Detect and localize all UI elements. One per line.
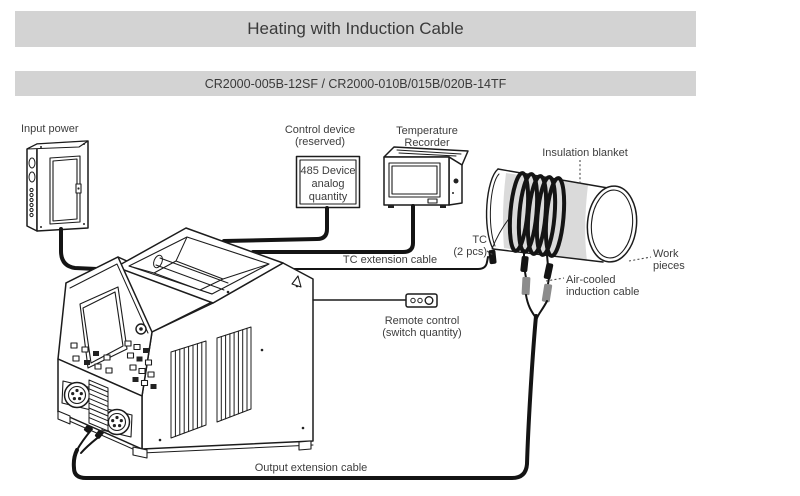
label-output-extension: Output extension cable: [255, 462, 368, 474]
thermocouple-connector: [488, 215, 512, 265]
machine-control-console: [57, 256, 157, 397]
label-remote-2: (switch quantity): [382, 327, 461, 339]
label-air-cooled-2: induction cable: [566, 286, 639, 298]
label-control-device-1: Control device: [285, 124, 355, 136]
model-number-bar: CR2000-005B-12SF / CR2000-010B/015B/020B…: [15, 71, 696, 96]
label-input-power: Input power: [21, 123, 79, 135]
leader-tc: [486, 250, 494, 256]
label-485-3: quantity: [309, 191, 348, 203]
temperature-recorder-cable: [251, 204, 415, 254]
label-control-device-2: (reserved): [295, 136, 345, 148]
page-title-text: Heating with Induction Cable: [247, 19, 464, 38]
leader-work-pieces: [628, 256, 652, 262]
console-keypad: [124, 323, 157, 389]
label-air-cooled-1: Air-cooled: [566, 274, 616, 286]
label-485-2: analog: [311, 178, 344, 190]
label-insulation-blanket: Insulation blanket: [542, 147, 628, 159]
induction-cable-connectors: [520, 249, 554, 319]
input-power-panel-icon: [26, 140, 89, 232]
label-485-1: 485 Device: [300, 165, 355, 177]
front-vent-grille: [88, 379, 109, 432]
leader-air-cooled: [545, 277, 565, 282]
remote-control-icon: [405, 293, 438, 308]
label-tc-extension: TC extension cable: [343, 254, 437, 266]
label-tc-2: (2 pcs): [453, 246, 487, 258]
label-work-pieces-1: Work: [653, 248, 679, 260]
machine-top-tray: [115, 227, 284, 304]
label-work-pieces-2: pieces: [653, 260, 685, 272]
label-tc-1: TC: [472, 234, 487, 246]
lifting-hook: [291, 275, 302, 288]
output-extension-cable: [71, 314, 538, 480]
induction-heating-machine: [57, 227, 314, 459]
input-power-cable: [59, 227, 99, 271]
console-buttons-left: [70, 342, 113, 374]
model-number-text: CR2000-005B-12SF / CR2000-010B/015B/020B…: [204, 76, 507, 91]
control-device-cable: [222, 206, 329, 243]
page-title: Heating with Induction Cable: [15, 11, 696, 47]
label-remote-1: Remote control: [385, 315, 460, 327]
side-vent-grilles: [170, 326, 252, 439]
label-temp-recorder-2: Recorder: [404, 137, 450, 149]
label-temp-recorder-1: Temperature: [396, 125, 458, 137]
temperature-recorder-icon: [383, 146, 469, 208]
control-device-485-box: [295, 155, 361, 209]
